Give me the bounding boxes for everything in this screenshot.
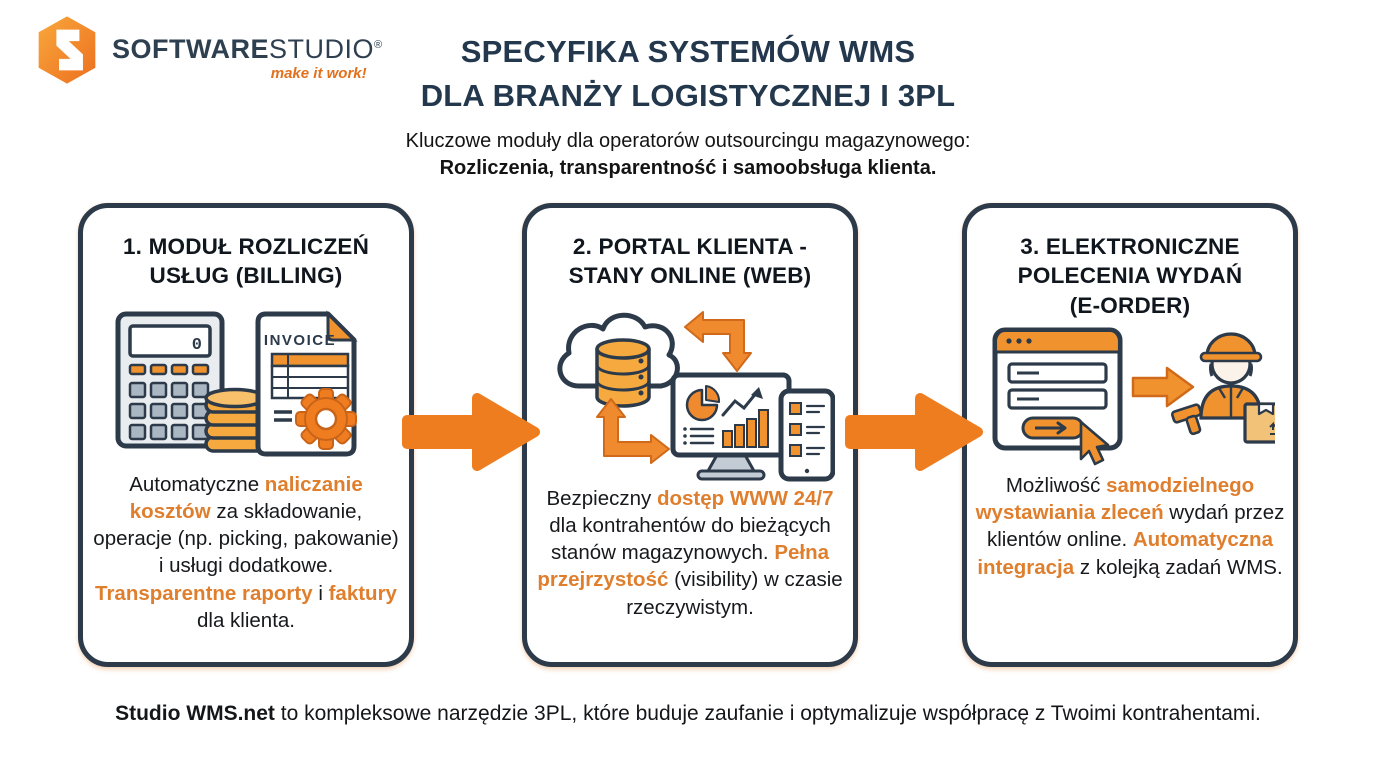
trend-line-icon — [721, 390, 759, 416]
card-portal-title: 2. PORTAL KLIENTA -STANY ONLINE (WEB) — [568, 234, 812, 289]
cloud-database-dashboard-icon — [527, 291, 853, 483]
card-portal-description: Bezpieczny dostęp WWW 24/7 dla kontrahen… — [537, 486, 843, 619]
softwarestudio-logo: SOFTWARESTUDIO® make it work! — [36, 12, 383, 88]
connector-arrow-1-icon — [402, 393, 540, 471]
card-billing-description: Automatyczne naliczanie kosztów za skład… — [93, 472, 399, 632]
sync-arrow-up-icon — [596, 397, 670, 464]
svg-text:0: 0 — [192, 336, 202, 355]
bar-chart-icon — [722, 408, 769, 448]
footer-product-name: Studio WMS.net — [115, 702, 275, 725]
cursor-icon — [1079, 420, 1110, 466]
flow-right-arrow-icon — [1131, 366, 1195, 407]
calculator-icon: 0 — [115, 311, 225, 448]
gear-icon — [295, 387, 357, 450]
browser-window-icon — [992, 327, 1123, 466]
billing-calculator-invoice-icon: 0 — [83, 291, 409, 469]
sync-arrow-down-icon — [684, 310, 752, 372]
page-subtitle: Kluczowe moduły dla operatorów outsourci… — [0, 128, 1376, 182]
barcode-scanner-icon — [1170, 403, 1203, 435]
svg-text:INVOICE: INVOICE — [264, 332, 336, 349]
monitor-dashboard-icon — [670, 372, 792, 480]
tablet-list-icon — [778, 388, 835, 481]
card-eorder-description: Możliwość samodzielnego wystawiania zlec… — [975, 473, 1285, 579]
subtitle-regular: Kluczowe moduły dla operatorów outsourci… — [405, 130, 971, 152]
package-box-icon — [1243, 402, 1275, 444]
softwarestudio-hexagon-icon — [38, 16, 96, 84]
database-icon — [595, 337, 651, 408]
pie-chart-icon — [685, 384, 721, 421]
courier-icon — [1170, 332, 1275, 444]
list-lines-icon — [689, 427, 715, 444]
footer-claim-text: to kompleksowe narzędzie 3PL, które budu… — [274, 702, 1261, 725]
logo-tagline: make it work! — [270, 65, 367, 82]
footer-claim: Studio WMS.net to kompleksowe narzędzie … — [0, 702, 1376, 726]
coins-stack-icon — [204, 387, 266, 453]
logo-brand-text: SOFTWARESTUDIO® — [112, 34, 383, 64]
eorder-webform-courier-icon — [967, 320, 1293, 470]
connector-arrow-2-icon — [845, 393, 983, 471]
submit-button-icon — [1021, 416, 1085, 440]
subtitle-bold: Rozliczenia, transparentność i samoobsłu… — [439, 157, 937, 179]
card-client-portal: 2. PORTAL KLIENTA -STANY ONLINE (WEB) — [522, 203, 858, 667]
